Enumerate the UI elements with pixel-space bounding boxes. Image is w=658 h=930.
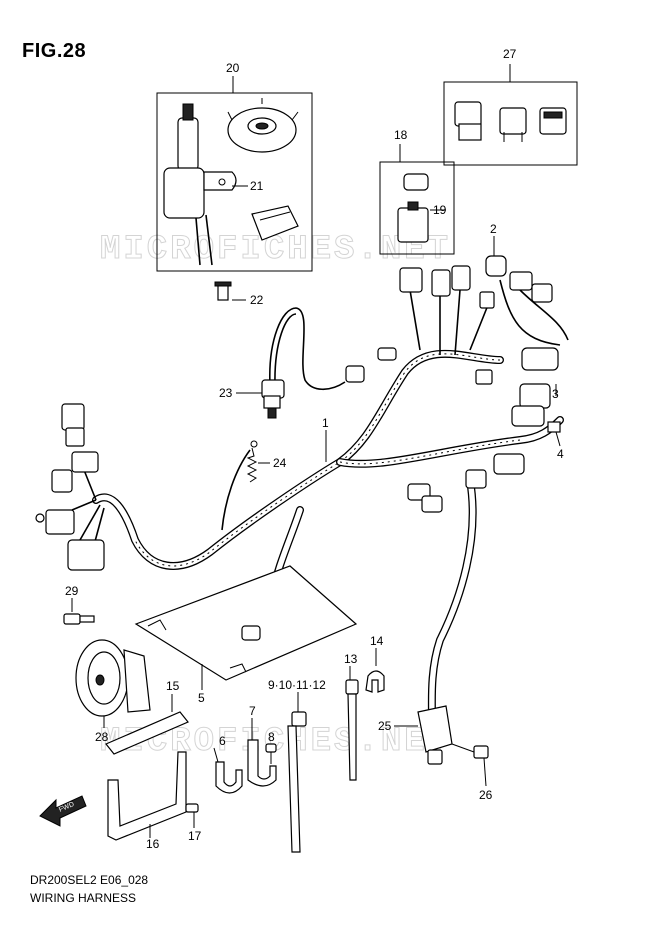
callout-5: 5 — [198, 691, 205, 705]
fwd-arrow-icon: FWD — [39, 795, 87, 827]
screw-8 — [265, 743, 277, 764]
bracket-16 — [107, 751, 187, 841]
callout-3: 3 — [552, 387, 559, 401]
screw-22 — [214, 281, 246, 301]
callout-22: 22 — [250, 293, 264, 307]
clip-14 — [365, 648, 385, 693]
callout-20: 20 — [226, 61, 240, 75]
switch-23 — [236, 379, 285, 419]
cable-tie-13 — [345, 666, 359, 781]
callout-8: 8 — [268, 730, 275, 744]
callout-18: 18 — [394, 128, 408, 142]
callout-14: 14 — [370, 634, 384, 648]
bracket-15 — [105, 694, 189, 755]
callout-29: 29 — [65, 584, 79, 598]
sheet-5 — [134, 565, 358, 690]
clamp-7 — [247, 718, 277, 787]
callout-17: 17 — [188, 829, 202, 843]
bolt-29 — [63, 598, 95, 625]
figure-caption: WIRING HARNESS — [30, 891, 137, 905]
horn-28 — [75, 639, 151, 728]
spring-24 — [246, 440, 270, 483]
callout-27: 27 — [503, 47, 517, 61]
upper-connectors — [345, 255, 561, 433]
callout-2: 2 — [490, 222, 497, 236]
mid-right-connectors — [407, 453, 525, 513]
left-connectors — [35, 403, 105, 571]
callout-23: 23 — [219, 386, 233, 400]
callout-7: 7 — [249, 704, 256, 718]
sensor-25 — [394, 705, 453, 765]
callout-26: 26 — [479, 788, 493, 802]
callout-13: 13 — [344, 652, 358, 666]
callout-28: 28 — [95, 730, 109, 744]
relay-group — [443, 64, 578, 166]
model-code: DR200SEL2 E06_028 — [30, 873, 149, 887]
callout-4: 4 — [557, 447, 564, 461]
bolt-26 — [451, 743, 489, 787]
callout-16: 16 — [146, 837, 160, 851]
figure-title: FIG.28 — [22, 40, 87, 62]
callout-19: 19 — [433, 203, 447, 217]
ignition-switch-group — [156, 76, 313, 272]
callout-15: 15 — [166, 679, 180, 693]
callout-9-12: 9·10·11·12 — [268, 678, 326, 692]
main-harness — [71, 279, 569, 724]
callout-24: 24 — [273, 456, 287, 470]
screw-17 — [185, 803, 199, 828]
callout-25: 25 — [378, 719, 392, 733]
cable-tie-9-12 — [287, 692, 307, 853]
callout-6: 6 — [219, 734, 226, 748]
clamp-6 — [213, 747, 243, 794]
callout-21: 21 — [250, 179, 264, 193]
watermark-top: MICROFICHES.NET — [100, 231, 451, 269]
fuse-box-group — [379, 144, 455, 255]
callout-1: 1 — [322, 416, 329, 430]
